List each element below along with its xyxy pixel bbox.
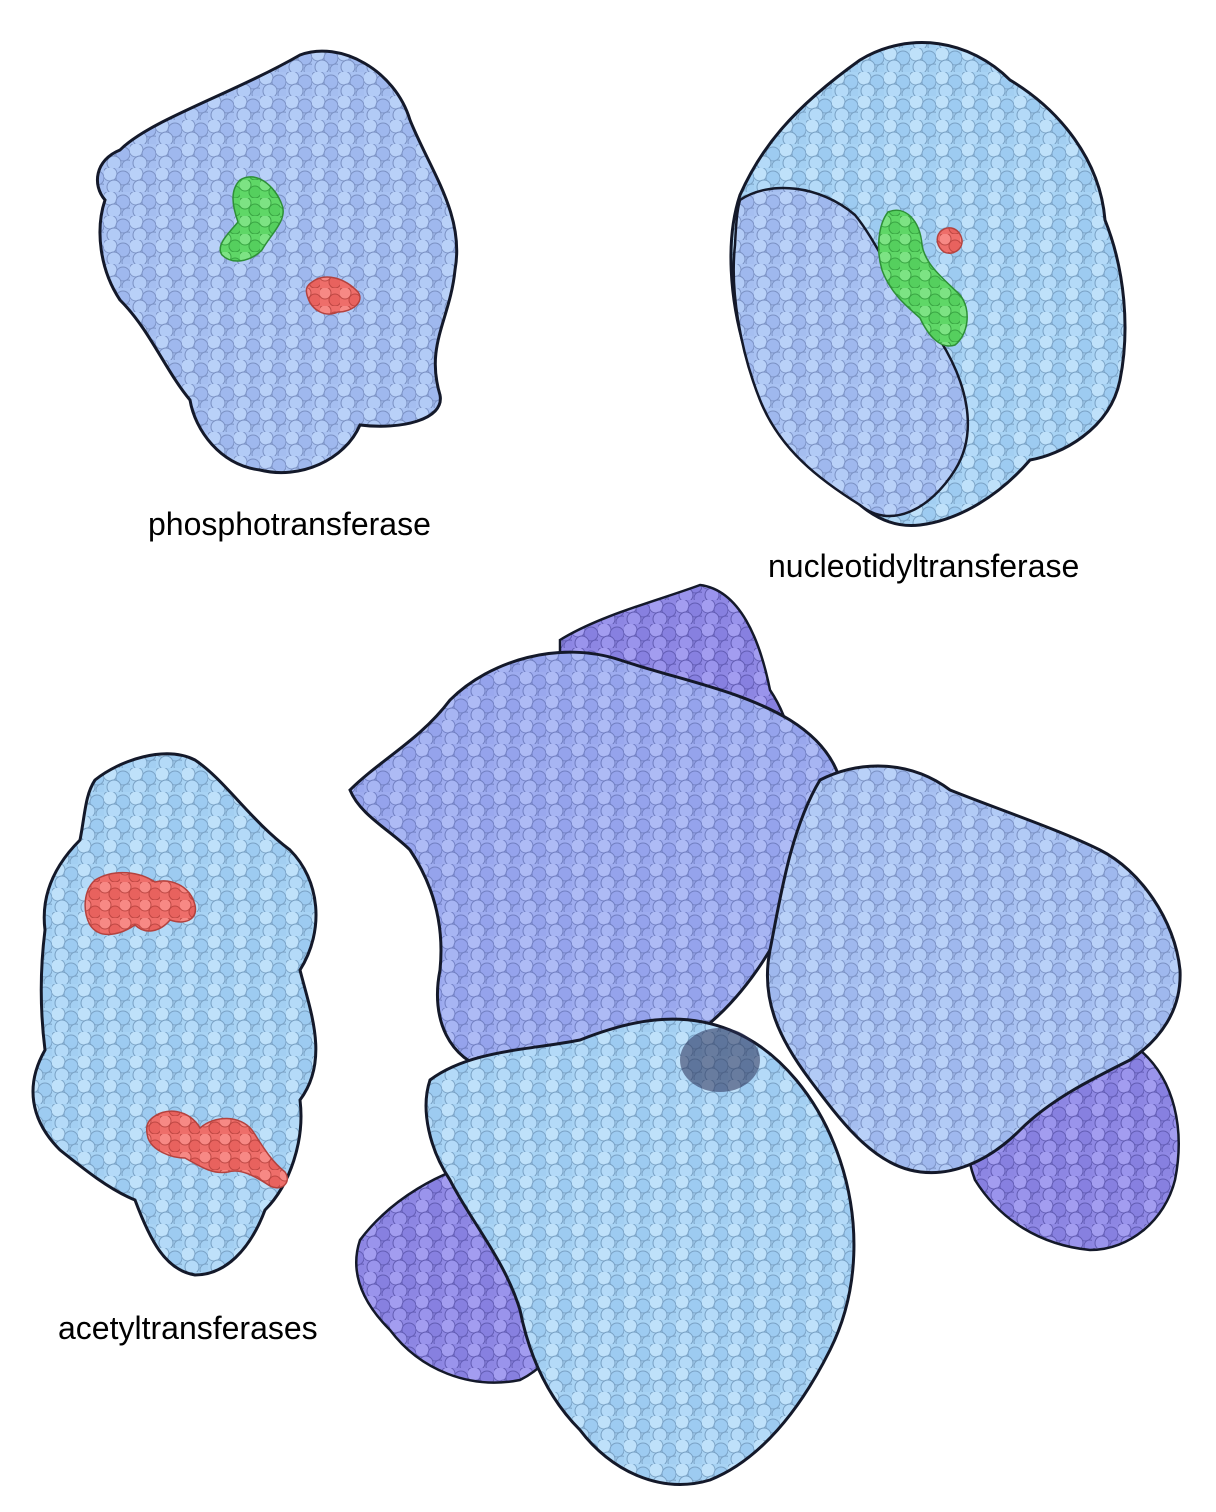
complex-subunit-periwinkle <box>348 650 845 1081</box>
phosphotransferase-caption: phosphotransferase <box>148 506 431 542</box>
acetyltransferase-small-molecule <box>31 752 318 1277</box>
nucleotidyltransferase-caption: nucleotidyltransferase <box>768 548 1080 584</box>
acetyltransferase-small-ligand-top <box>84 871 197 936</box>
nucleotidyltransferase-ligand-red <box>936 227 963 254</box>
acetyltransferase-small-protein <box>31 752 318 1277</box>
nucleotidyltransferase-ligand-green <box>877 209 968 347</box>
acetyltransferase-complex-molecule <box>348 583 1182 1486</box>
acetyltransferases-caption: acetyltransferases <box>58 1310 318 1346</box>
phosphotransferase-protein <box>96 49 459 475</box>
phosphotransferase-ligand-green <box>219 176 284 262</box>
acetyltransferase-small-ligand-bottom <box>145 1110 289 1189</box>
complex-subunit-lightblue <box>765 764 1182 1175</box>
complex-subunit-cyan <box>424 1017 856 1486</box>
complex-central-pore <box>680 1028 760 1092</box>
nucleotidyltransferase-protein-front <box>732 186 970 518</box>
phosphotransferase-ligand-red <box>305 276 361 315</box>
phosphotransferase-molecule <box>96 49 459 475</box>
nucleotidyltransferase-molecule <box>729 41 1127 528</box>
